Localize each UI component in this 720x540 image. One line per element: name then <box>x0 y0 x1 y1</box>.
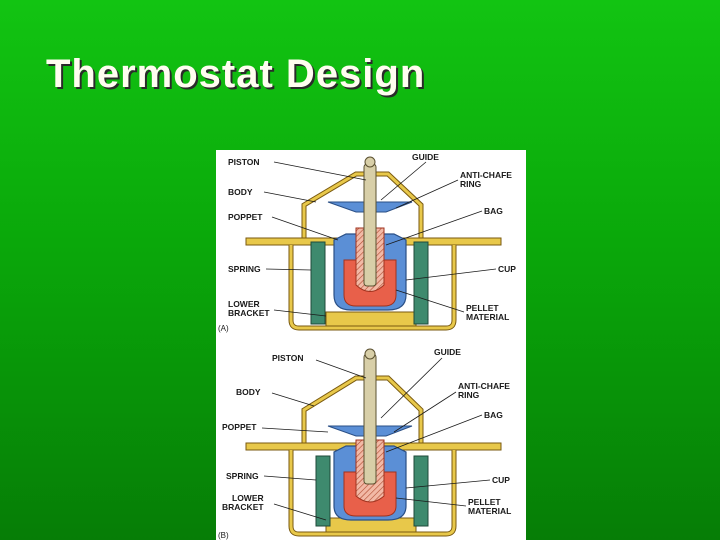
label-lower-a2: BRACKET <box>228 308 270 318</box>
label-cup-a: CUP <box>498 264 516 274</box>
slide-title: Thermostat Design <box>46 52 425 97</box>
lower-bracket-a <box>326 312 416 326</box>
piston-b <box>364 354 376 484</box>
piston-a <box>364 164 376 286</box>
spring-right-b <box>414 456 428 526</box>
label-cup-b: CUP <box>492 475 510 485</box>
label-antichafe-a2: RING <box>460 179 482 189</box>
label-pellet-b2: MATERIAL <box>468 506 511 516</box>
panel-a-tag: (A) <box>218 324 229 333</box>
spring-right-a <box>414 242 428 324</box>
label-guide-b: GUIDE <box>434 347 461 357</box>
label-bag-b: BAG <box>484 410 503 420</box>
thermostat-diagram: PISTON BODY POPPET SPRING LOWER BRACKET … <box>216 150 526 540</box>
label-piston-a: PISTON <box>228 157 260 167</box>
label-pellet-a2: MATERIAL <box>466 312 509 322</box>
label-lower-b2: BRACKET <box>222 502 264 512</box>
label-poppet-a: POPPET <box>228 212 263 222</box>
panel-a: PISTON BODY POPPET SPRING LOWER BRACKET … <box>218 152 516 333</box>
label-body-b: BODY <box>236 387 261 397</box>
label-antichafe-b2: RING <box>458 390 480 400</box>
label-poppet-b: POPPET <box>222 422 257 432</box>
label-bag-a: BAG <box>484 206 503 216</box>
panel-b-tag: (B) <box>218 531 229 540</box>
panel-b: PISTON BODY POPPET SPRING LOWER BRACKET … <box>218 347 511 540</box>
spring-left-b <box>316 456 330 526</box>
label-guide-a: GUIDE <box>412 152 439 162</box>
label-spring-a: SPRING <box>228 264 261 274</box>
label-spring-b: SPRING <box>226 471 259 481</box>
spring-left-a <box>311 242 325 324</box>
label-body-a: BODY <box>228 187 253 197</box>
label-piston-b: PISTON <box>272 353 304 363</box>
thermostat-diagram-svg: PISTON BODY POPPET SPRING LOWER BRACKET … <box>216 150 526 540</box>
